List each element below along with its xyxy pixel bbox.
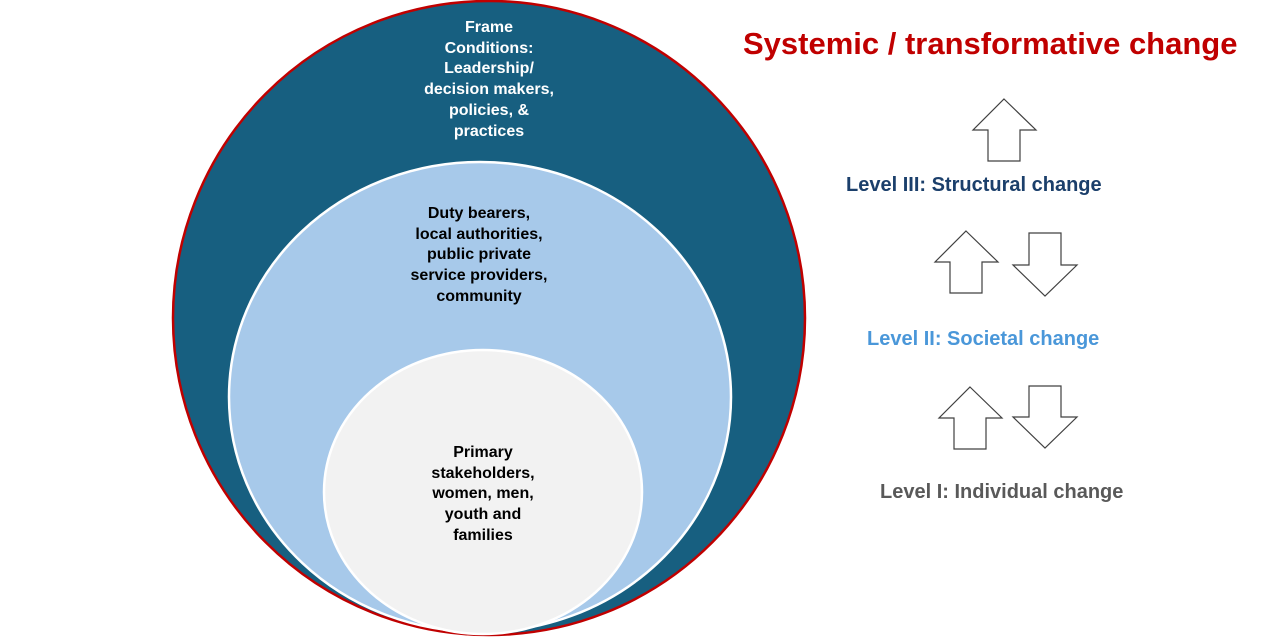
arrow-down-icon	[1011, 232, 1079, 297]
text-line: practices	[453, 122, 525, 140]
text-line: Frame	[464, 19, 514, 36]
arrow-up-icon	[937, 386, 1004, 450]
text-line: Conditions:	[444, 39, 534, 57]
text-line: women, men,	[432, 485, 534, 503]
text-line: Primary	[453, 444, 513, 461]
level-2-label: Level II: Societal change	[867, 328, 1100, 350]
text-line: public private	[426, 246, 532, 264]
frame-conditions-label: Frame Conditions: Leadership/ decision m…	[389, 18, 589, 142]
systemic-change-title: Systemic / transformative change	[743, 26, 1238, 61]
arrow-down-icon	[1011, 385, 1079, 449]
text-line: Leadership/	[444, 60, 534, 78]
text-line: Duty bearers,	[427, 205, 531, 222]
text-line: families	[453, 526, 513, 544]
arrow-up-icon	[933, 230, 1000, 294]
level-3-label: Level III: Structural change	[846, 174, 1102, 196]
text-line: decision makers,	[424, 81, 554, 99]
text-line: community	[436, 287, 522, 305]
text-line: service providers,	[410, 267, 548, 285]
primary-stakeholders-label: Primary stakeholders, women, men, youth …	[383, 443, 583, 547]
text-line: local authorities,	[415, 225, 543, 243]
text-line: youth and	[444, 506, 522, 524]
duty-bearers-label: Duty bearers, local authorities, public …	[379, 204, 579, 308]
level-1-label: Level I: Individual change	[880, 481, 1124, 503]
primary-stakeholders-circle	[322, 348, 644, 636]
text-line: stakeholders,	[431, 464, 535, 482]
arrow-up-icon	[971, 98, 1038, 162]
text-line: policies, &	[448, 101, 530, 119]
